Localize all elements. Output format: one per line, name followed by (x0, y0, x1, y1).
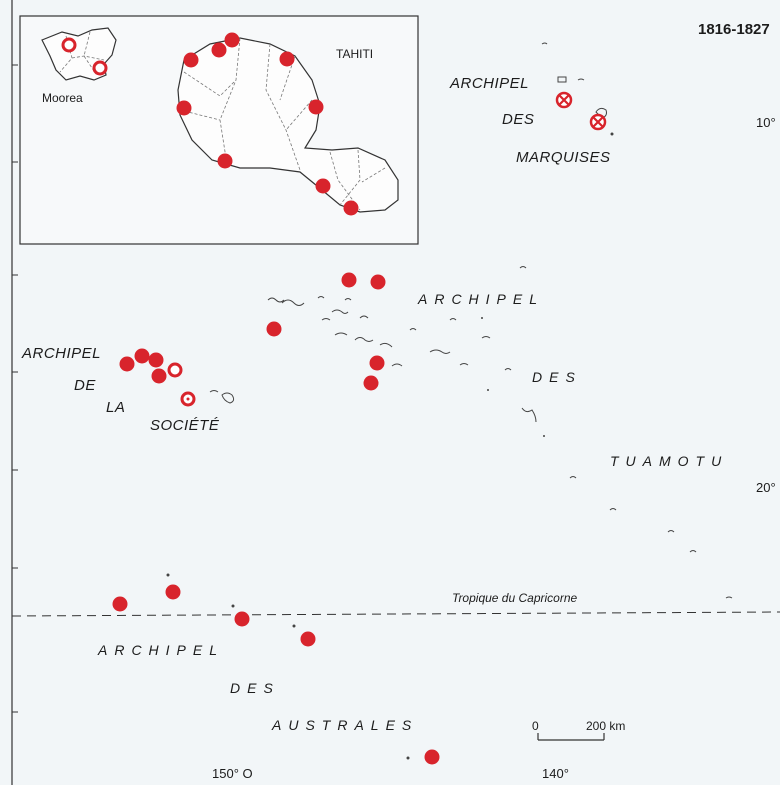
mission-marker (211, 42, 227, 58)
mission-marker (279, 51, 295, 67)
mission-marker (341, 272, 357, 288)
tahiti-districts (179, 37, 386, 211)
label-moorea: Moorea (42, 91, 83, 105)
lat-label-20: 20° (756, 480, 776, 495)
label-societe-4: SOCIÉTÉ (150, 417, 220, 434)
crossed-marker (589, 113, 607, 131)
tuamotu-atolls (267, 266, 697, 553)
mission-ring-marker (167, 362, 183, 378)
label-societe-2: DE (74, 377, 96, 394)
mission-markers-filled (112, 32, 440, 765)
mission-marker (119, 356, 135, 372)
mission-marker (183, 52, 199, 68)
mission-marker (369, 355, 385, 371)
marquises-islands (541, 42, 614, 136)
mission-marker (224, 32, 240, 48)
label-tuamotu-3: TUAMOTU (610, 453, 728, 469)
label-societe-1: ARCHIPEL (21, 345, 101, 362)
scale-bar (537, 733, 605, 741)
label-marquises-2: DES (502, 111, 534, 128)
mission-marker (363, 375, 379, 391)
mission-marker (176, 100, 192, 116)
label-tuamotu-1: ARCHIPEL (417, 291, 544, 307)
mission-marker (424, 749, 440, 765)
label-tahiti: TAHITI (336, 47, 373, 61)
mission-marker (315, 178, 331, 194)
map-title: 1816-1827 (698, 21, 770, 38)
label-tropic: Tropique du Capricorne (452, 591, 578, 605)
mission-ring-marker (61, 37, 77, 53)
mission-markers-ring (61, 37, 196, 407)
label-australes-1: ARCHIPEL (97, 642, 224, 658)
mission-marker (151, 368, 167, 384)
tropic-line (11, 611, 780, 617)
mission-markers-crossed (555, 91, 607, 131)
lon-label-140: 140° (542, 766, 569, 781)
mission-marker (234, 611, 250, 627)
graticule-ticks (12, 64, 18, 713)
mission-marker (165, 584, 181, 600)
tahiti-island (177, 37, 399, 213)
mission-ring-marker (92, 60, 108, 76)
scale-zero: 0 (532, 719, 539, 733)
mission-marker (134, 348, 150, 364)
crossed-marker (555, 91, 573, 109)
mission-marker (343, 200, 359, 216)
lat-label-10: 10° (756, 115, 776, 130)
lon-label-150: 150° O (212, 766, 253, 781)
label-marquises-3: MARQUISES (516, 149, 611, 166)
label-tuamotu-2: DES (532, 369, 582, 385)
mission-marker (308, 99, 324, 115)
mission-marker (112, 596, 128, 612)
mission-marker (370, 274, 386, 290)
mission-marker (217, 153, 233, 169)
label-australes-3: AUSTRALES (271, 717, 418, 733)
mission-marker (266, 321, 282, 337)
australes-islands (166, 573, 733, 760)
scale-distance: 200 km (586, 719, 625, 733)
label-societe-3: LA (106, 399, 125, 416)
label-marquises-1: ARCHIPEL (449, 75, 529, 92)
label-australes-2: DES (230, 680, 280, 696)
mission-marker (148, 352, 164, 368)
mission-marker (300, 631, 316, 647)
